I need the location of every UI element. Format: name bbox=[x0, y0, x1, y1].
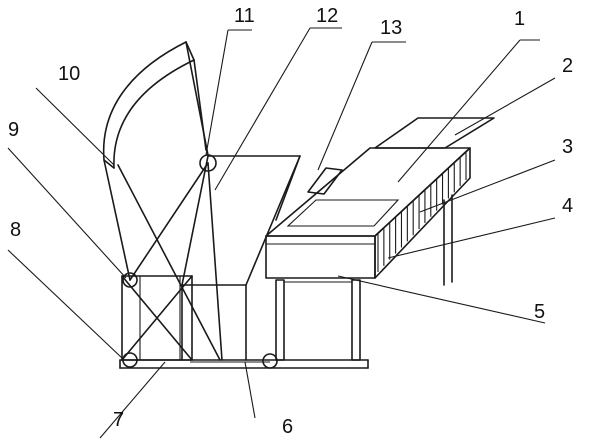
label-11: 11 bbox=[234, 5, 255, 27]
table-legs bbox=[275, 279, 361, 361]
left-frame bbox=[121, 275, 193, 361]
slat-array bbox=[377, 152, 467, 272]
hanging-rods bbox=[443, 194, 453, 286]
reference-numerals: 1 2 3 4 5 6 7 8 9 10 11 12 13 bbox=[8, 5, 573, 438]
hopper bbox=[181, 155, 301, 361]
label-1: 1 bbox=[514, 8, 525, 30]
left-wheel bbox=[122, 352, 138, 368]
label-10: 10 bbox=[58, 63, 80, 85]
label-4: 4 bbox=[562, 195, 573, 217]
label-12: 12 bbox=[316, 5, 338, 27]
right-wheel bbox=[262, 353, 278, 369]
label-9: 9 bbox=[8, 119, 19, 141]
label-7: 7 bbox=[113, 409, 124, 431]
label-8: 8 bbox=[10, 219, 21, 241]
label-2: 2 bbox=[562, 55, 573, 77]
label-3: 3 bbox=[562, 136, 573, 158]
label-6: 6 bbox=[282, 416, 293, 438]
label-13: 13 bbox=[380, 17, 402, 39]
base-frame bbox=[119, 359, 369, 369]
pivot-joint-lower bbox=[122, 272, 138, 288]
curved-hood bbox=[102, 41, 209, 169]
lever-arms bbox=[103, 159, 223, 361]
worktable bbox=[265, 147, 471, 279]
label-5: 5 bbox=[534, 301, 545, 323]
leader-lines bbox=[7, 27, 556, 439]
sliding-plate bbox=[374, 117, 495, 149]
